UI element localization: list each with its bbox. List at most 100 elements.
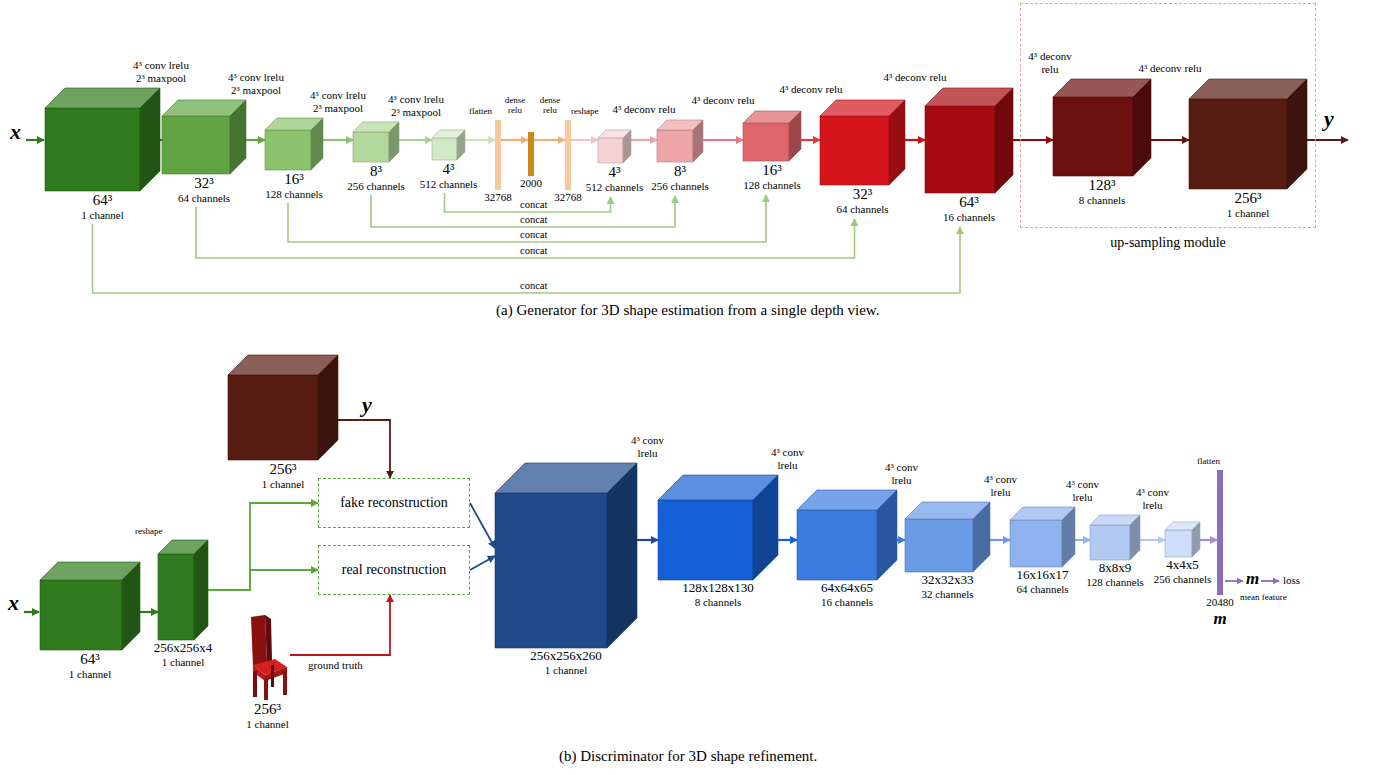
flow-arrow: [501, 139, 528, 141]
flow-arrow: [905, 139, 925, 141]
cube-shape: [495, 463, 637, 648]
operation-label: reshape: [135, 526, 162, 536]
shape-label: 256³: [245, 701, 289, 718]
operation-label: concat: [520, 245, 547, 257]
shape-label: 16 channels: [942, 211, 996, 224]
shape-label: m: [1205, 609, 1235, 629]
flow-arrow: [290, 595, 390, 655]
shape-label: 16x16x17: [1015, 568, 1069, 583]
shape-label: 128x128x130: [681, 581, 755, 596]
cube-block: 64x64x6516 channels: [797, 490, 897, 580]
cube-block: 16³128 channels: [265, 118, 323, 170]
text-holder: 8³256 channels: [346, 163, 406, 193]
cube-face: [797, 510, 877, 580]
text-holder: 32768: [553, 191, 583, 204]
text-holder: 32³64 channels: [177, 175, 231, 205]
cube-face: [495, 493, 607, 648]
cube-face: [743, 123, 789, 161]
text-holder: 4x4x5256 channels: [1153, 558, 1213, 586]
shape-label: 64 channels: [177, 192, 231, 205]
cube-face: [230, 100, 246, 174]
cube-face: [973, 502, 990, 572]
flow-arrow: [140, 611, 158, 613]
skip-connection: [196, 207, 855, 258]
flow-arrow: [208, 503, 318, 590]
shape-label: 64 channels: [1015, 583, 1069, 596]
feature-note: mean feature: [1240, 592, 1287, 602]
cube-block: 4³512 channels: [598, 130, 631, 163]
loss-arrow: [1261, 580, 1279, 582]
cube-face: [598, 138, 623, 163]
flow-arrow: [801, 139, 820, 141]
cube-block: 8³256 channels: [353, 122, 399, 162]
operation-label: 4³ deconv relu: [779, 83, 843, 96]
shape-label: 128 channels: [264, 188, 324, 201]
flow-arrow: [208, 570, 318, 590]
shape-label: 256x256x4: [153, 641, 214, 656]
cube-shape: [265, 118, 323, 170]
cube-face: [158, 554, 194, 640]
flow-arrow: [1140, 539, 1165, 541]
cube-shape: [658, 475, 778, 580]
figure-caption: (a) Generator for 3D shape estimation fr…: [496, 302, 879, 319]
shape-label: 256³: [261, 461, 305, 478]
shape-label: 32³: [177, 175, 231, 192]
cube-block: 64³1 channel: [40, 562, 140, 650]
output-symbol: y: [1324, 106, 1334, 131]
shape-label: real reconstruction: [341, 562, 448, 578]
cube-block: 16x16x1764 channels: [1010, 507, 1075, 567]
cube-face: [140, 88, 160, 191]
cube-face: [1130, 515, 1140, 560]
output-symbol: y: [362, 392, 372, 417]
flow-arrow: [1200, 539, 1217, 541]
text-holder: 16³128 channels: [742, 162, 802, 192]
cube-block: 8x8x9128 channels: [1090, 515, 1140, 560]
chair-back: [265, 615, 272, 663]
dashed-module: fake reconstruction: [318, 478, 470, 528]
cube-face: [1189, 79, 1307, 99]
cube-face: [1189, 99, 1287, 189]
flow-arrow: [534, 139, 565, 141]
text-holder: fake reconstruction: [319, 479, 469, 527]
cube-shape: [1090, 515, 1140, 560]
cube-face: [122, 562, 140, 650]
shape-label: 512 channels: [419, 178, 479, 191]
cube-block: 8³256 channels: [657, 120, 703, 162]
shape-label: 8x8x9: [1085, 561, 1145, 576]
flow-arrow: [571, 139, 598, 141]
chair-shape: [245, 615, 290, 700]
figure-caption: (b) Discriminator for 3D shape refinemen…: [559, 748, 817, 765]
input-symbol: x: [8, 590, 19, 615]
flow-arrow: [338, 420, 390, 478]
cube-face: [693, 120, 703, 162]
chair-back: [251, 615, 267, 667]
dashed-module: up-sampling module128³8 channels256³1 ch…: [1020, 3, 1316, 228]
cube-face: [820, 116, 889, 185]
shape-label: 16 channels: [820, 596, 874, 609]
operation-label: 4³ conv lrelu: [1060, 478, 1105, 503]
flow-arrow: [399, 139, 432, 141]
flow-arrow: [323, 139, 353, 141]
cube-face: [905, 519, 973, 572]
text-holder: 256³1 channel: [261, 461, 305, 491]
operation-label: 4³ conv lrelu: [879, 461, 924, 486]
operation-label: 4³ conv lrelu 2³ maxpool: [129, 59, 193, 84]
text-holder: 128x128x1308 channels: [681, 581, 755, 609]
operation-label: flatten: [1197, 456, 1220, 466]
cube-face: [1010, 520, 1062, 567]
shape-label: 256x256x260: [529, 649, 603, 664]
shape-label: 512 channels: [585, 181, 645, 194]
cube-shape: [1189, 79, 1307, 189]
shape-label: 20480: [1205, 596, 1235, 609]
cube-face: [1090, 525, 1130, 560]
flow-arrow: [897, 539, 905, 541]
cube-block: 64³1 channel: [45, 88, 160, 191]
cube-face: [311, 118, 323, 170]
cube-face: [1287, 79, 1307, 189]
flow-arrow: [778, 539, 797, 541]
operation-label: concat: [520, 229, 547, 241]
text-holder: 4³512 channels: [419, 161, 479, 191]
text-holder: 256³1 channel: [1226, 190, 1270, 220]
cube-face: [457, 130, 465, 160]
